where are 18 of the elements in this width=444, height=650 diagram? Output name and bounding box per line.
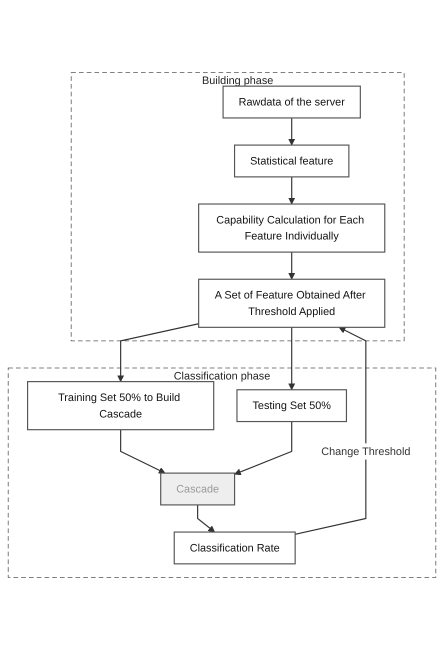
node-box: Capability Calculation for Each Feature Individually [198, 203, 386, 253]
arrow [234, 422, 292, 476]
arrow [295, 327, 366, 535]
arrow [197, 504, 216, 532]
edge-label: Change Threshold [321, 444, 410, 458]
arrow [288, 327, 296, 390]
node-box: Classification Rate [174, 531, 296, 564]
node-box: A Set of Feature Obtained After Threshold Applied [198, 278, 386, 328]
node-box: Cascade [160, 472, 236, 506]
arrow [117, 323, 199, 382]
arrow [120, 430, 166, 474]
node-box: Testing Set 50% [236, 389, 348, 422]
arrow [288, 252, 296, 280]
node-box: Rawdata of the server [222, 86, 361, 119]
arrow [288, 176, 296, 204]
arrow [288, 118, 296, 146]
node-box: Statistical feature [234, 144, 350, 178]
node-box: Training Set 50% to Build Cascade [27, 381, 214, 430]
